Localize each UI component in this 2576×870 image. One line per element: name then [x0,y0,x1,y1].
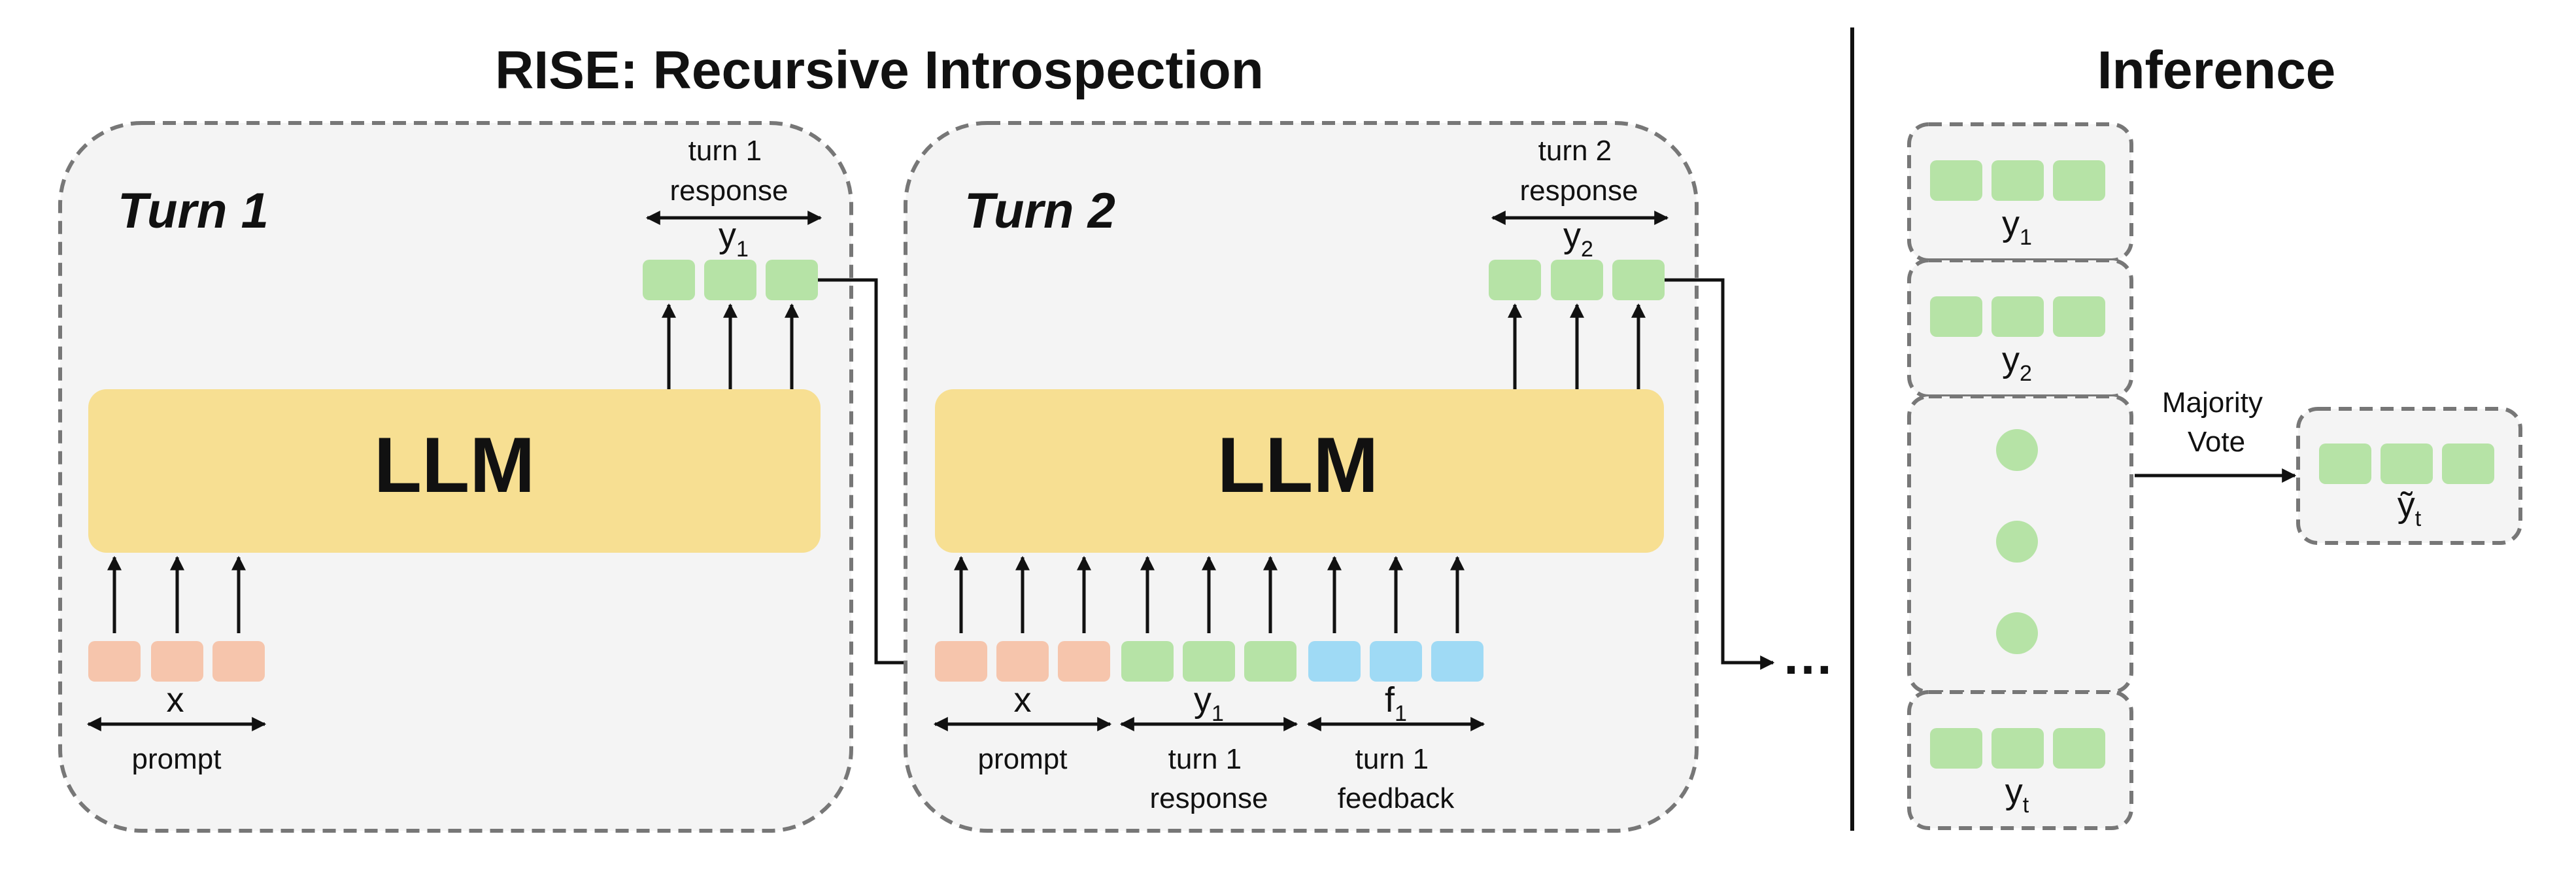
inference-token [1991,728,2044,769]
inference-sample-label: yt [2005,772,2029,818]
inference-dot [1996,521,2038,563]
turn1-label: Turn 1 [118,183,269,239]
inference-token [1930,296,1982,337]
title-inference: Inference [2097,41,2336,100]
inference-token [1930,728,1982,769]
turn2-label: Turn 2 [964,183,1115,239]
inference-result-label: ỹt [2398,485,2422,531]
turn2-panel: Turn 2 LLM turn 2 response y2 [904,121,1699,833]
turn2-llm-block [935,389,1664,553]
turn1-llm-block [88,389,821,553]
turn1-prompt-token [212,641,265,682]
inference-result-token [2381,444,2433,484]
inference-token [1991,296,2044,337]
turn2-to-next-connector [1665,278,1775,670]
inference-token [1991,160,2044,201]
inference-sample-label: y1 [2002,204,2032,250]
turn2-output-token [1612,260,1665,300]
turn1-input-var: x [167,680,184,720]
turn2-group-caption: turn 1 feedback [1338,743,1455,814]
turn1-prompt-token [88,641,141,682]
turn2-prompt-token [996,641,1049,682]
turn2-response-token [1121,641,1174,682]
turn2-output-var: y2 [1563,216,1593,262]
turn1-output-token [766,260,818,300]
turn2-feedback-token [1370,641,1422,682]
inference-result-token [2319,444,2371,484]
turn2-response-token [1244,641,1296,682]
turn1-input-caption: prompt [132,743,222,775]
turn2-output-token [1551,260,1603,300]
inference-result-token [2442,444,2494,484]
turn2-group-caption: prompt [978,743,1068,775]
turn2-feedback-token [1431,641,1483,682]
inference-token [2053,296,2105,337]
turn1-llm-label: LLM [374,421,535,509]
inference-dot [1996,429,2038,471]
turn2-group-caption: turn 1 response [1149,743,1268,814]
turn2-feedback-token [1308,641,1361,682]
turn1-output-token [704,260,756,300]
title-rise: RISE: Recursive Introspection [495,41,1264,100]
turn2-prompt-token [1058,641,1110,682]
turn1-output-token [643,260,695,300]
turn1-output-caption: turn 1 response [669,135,788,207]
turn2-output-token [1489,260,1541,300]
inference-token [2053,728,2105,769]
turn1-output-var: y1 [719,216,749,262]
turn2-llm-label: LLM [1217,421,1379,509]
turn2-output-caption: turn 2 response [1519,135,1638,207]
inference-dot [1996,612,2038,654]
inference-token [2053,160,2105,201]
turn1-to-turn2-connector [818,278,932,670]
inference-sample-label: y2 [2002,340,2032,386]
inference-token [1930,160,1982,201]
turn2-group-var: x [1014,680,1032,720]
continuation-ellipsis: … [1782,627,1834,685]
turn2-prompt-token [935,641,987,682]
majority-vote-label: Majority Vote [2162,387,2271,458]
turn1-prompt-token [151,641,203,682]
inference-section: y1 y2 yt Majority Vote ỹt [1907,122,2522,830]
turn2-response-token [1183,641,1235,682]
turn1-panel: Turn 1 LLM turn 1 response y1 x prompt [58,121,853,833]
